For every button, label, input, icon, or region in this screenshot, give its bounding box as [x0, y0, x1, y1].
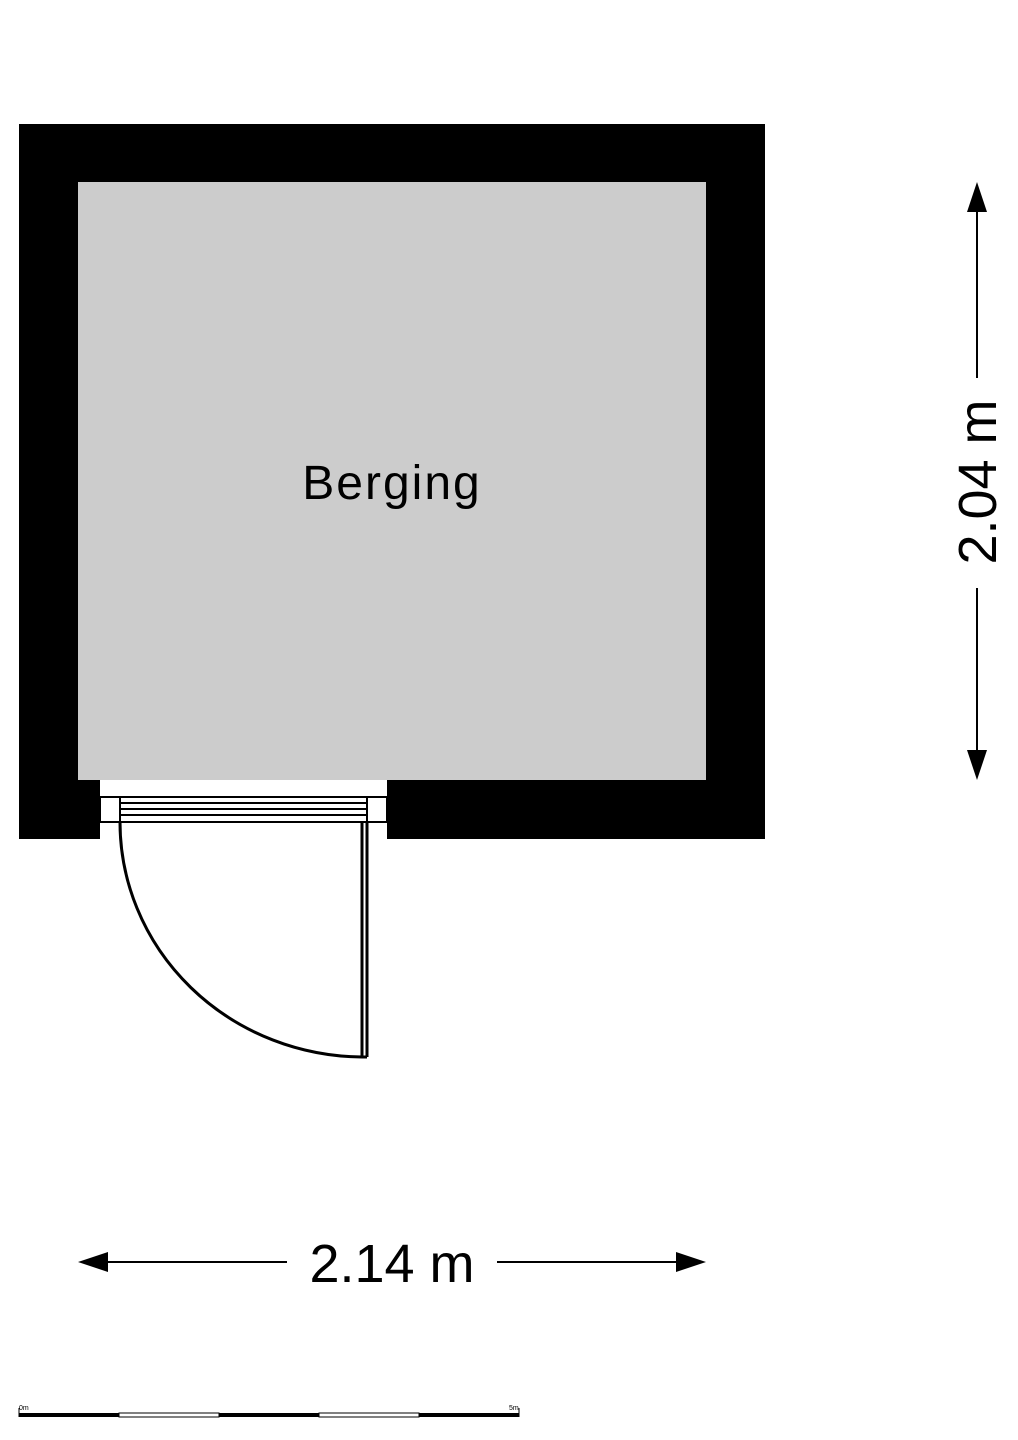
wall-bottom-right	[387, 780, 765, 839]
width-label: 2.14 m	[309, 1234, 474, 1294]
height-label: 2.04 m	[948, 399, 1008, 564]
door-jamb-left	[99, 796, 121, 823]
scale-segment	[118, 1412, 220, 1418]
arrow-left-icon	[78, 1252, 108, 1272]
wall-right	[706, 124, 765, 839]
scale-start-label: 0m	[19, 1405, 29, 1412]
scale-end-label: 5m	[509, 1405, 519, 1412]
scale-segment	[219, 1413, 319, 1417]
scale-segment	[19, 1413, 119, 1417]
room-floor	[78, 182, 706, 780]
scale-segment	[318, 1412, 420, 1418]
door	[118, 821, 369, 1059]
door-jamb-right	[366, 796, 388, 823]
arrow-right-icon	[676, 1252, 706, 1272]
wall-top	[19, 124, 765, 182]
door-frame	[99, 796, 388, 823]
wall-bottom-left	[19, 780, 100, 839]
door-swing-arc	[118, 821, 363, 1059]
walls	[19, 124, 765, 839]
room-label: Berging	[302, 457, 481, 510]
arrow-up-icon	[967, 182, 987, 212]
scale-segment	[419, 1413, 519, 1417]
height-dimension: 2.04 m	[948, 182, 1008, 780]
scale-bar: 0m 5m	[18, 1405, 520, 1418]
wall-left	[19, 124, 78, 839]
width-dimension: 2.14 m	[78, 1234, 706, 1294]
arrow-down-icon	[967, 750, 987, 780]
